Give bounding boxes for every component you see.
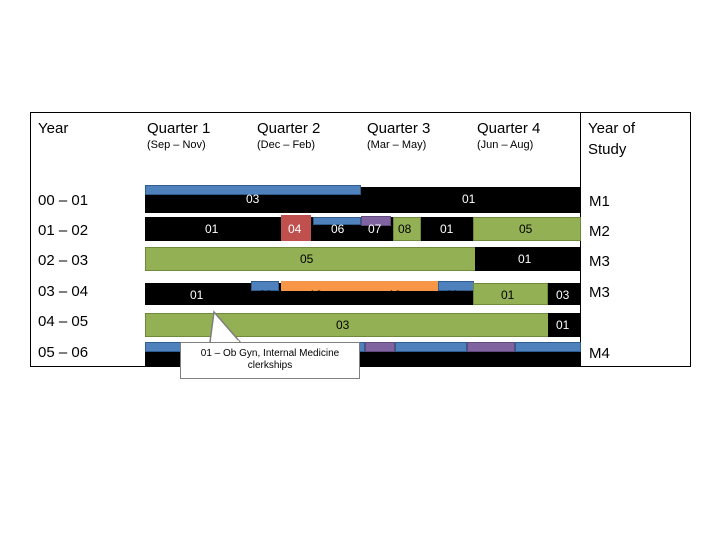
row-year-5: 04 – 05	[38, 313, 89, 330]
row-year-6: 05 – 06	[38, 344, 89, 361]
header-quarter-4: Quarter 4	[477, 120, 541, 137]
rotation-bar	[145, 185, 361, 195]
rotation-label: 10	[388, 288, 402, 302]
rotation-label: 01	[462, 192, 476, 206]
rotation-bar	[361, 216, 391, 226]
rotation-label: 03	[336, 318, 350, 332]
callout-box: 01 – Ob Gyn, Internal Medicine clerkship…	[180, 342, 360, 379]
header-year-of-study: Year of	[588, 120, 635, 137]
rotation-label: 05	[519, 222, 533, 236]
header-year-of-study-line2: Study	[588, 141, 627, 158]
row-level-1: M1	[589, 193, 610, 210]
rotation-bar	[365, 342, 395, 352]
row-year-4: 03 – 04	[38, 283, 89, 300]
rotation-label: 01	[190, 288, 204, 302]
row-year-2: 01 – 02	[38, 222, 89, 239]
row-level-3: M3	[589, 253, 610, 270]
header-quarter-3: Quarter 3	[367, 120, 431, 137]
row-level-4: M3	[589, 284, 610, 301]
rotation-label: 08	[398, 222, 412, 236]
rotation-bar	[393, 217, 421, 241]
rotation-label: 06	[331, 222, 345, 236]
rotation-bar	[145, 247, 476, 271]
rotation-label: 01	[556, 318, 570, 332]
rotation-label: 07	[368, 222, 382, 236]
row-year-3: 02 – 03	[38, 252, 89, 269]
header-year: Year	[38, 120, 69, 137]
row-year-1: 00 – 01	[38, 192, 89, 209]
rotation-bar	[515, 342, 581, 352]
callout-text-line2: clerkships	[247, 360, 293, 371]
rotation-label: 05	[300, 252, 314, 266]
rotation-label: 03	[246, 192, 260, 206]
rotation-bar	[313, 217, 361, 225]
rotation-label: 01	[440, 222, 454, 236]
callout-text-line1: 01 – Ob Gyn, Internal Medicine	[200, 348, 340, 359]
rotation-label: 01	[501, 288, 515, 302]
rotation-bar	[473, 283, 548, 305]
rotation-bar	[473, 217, 581, 241]
header-quarter-4-months: (Jun – Aug)	[477, 139, 534, 151]
header-quarter-2-months: (Dec – Feb)	[257, 139, 316, 151]
row-level-6: M4	[589, 345, 610, 362]
rotation-label: 11	[446, 288, 459, 302]
header-quarter-1-months: (Sep – Nov)	[147, 139, 206, 151]
rotation-bar	[548, 313, 581, 337]
rotation-label: 04	[288, 222, 302, 236]
rotation-label: 09	[259, 288, 273, 302]
header-quarter-2: Quarter 2	[257, 120, 321, 137]
rotation-bar	[281, 281, 438, 291]
rotation-label: 01	[518, 252, 532, 266]
rotation-bar	[281, 215, 311, 241]
rotation-label: 10	[309, 288, 323, 302]
rotation-bar	[467, 342, 515, 352]
rotation-label: 03	[556, 288, 570, 302]
rotation-bar	[251, 281, 279, 291]
rotation-bar	[475, 247, 581, 271]
rotation-label: 01	[205, 222, 219, 236]
rotation-bar	[395, 342, 467, 352]
header-quarter-1: Quarter 1	[147, 120, 211, 137]
row-level-2: M2	[589, 223, 610, 240]
header-quarter-3-months: (Mar – May)	[367, 139, 427, 151]
